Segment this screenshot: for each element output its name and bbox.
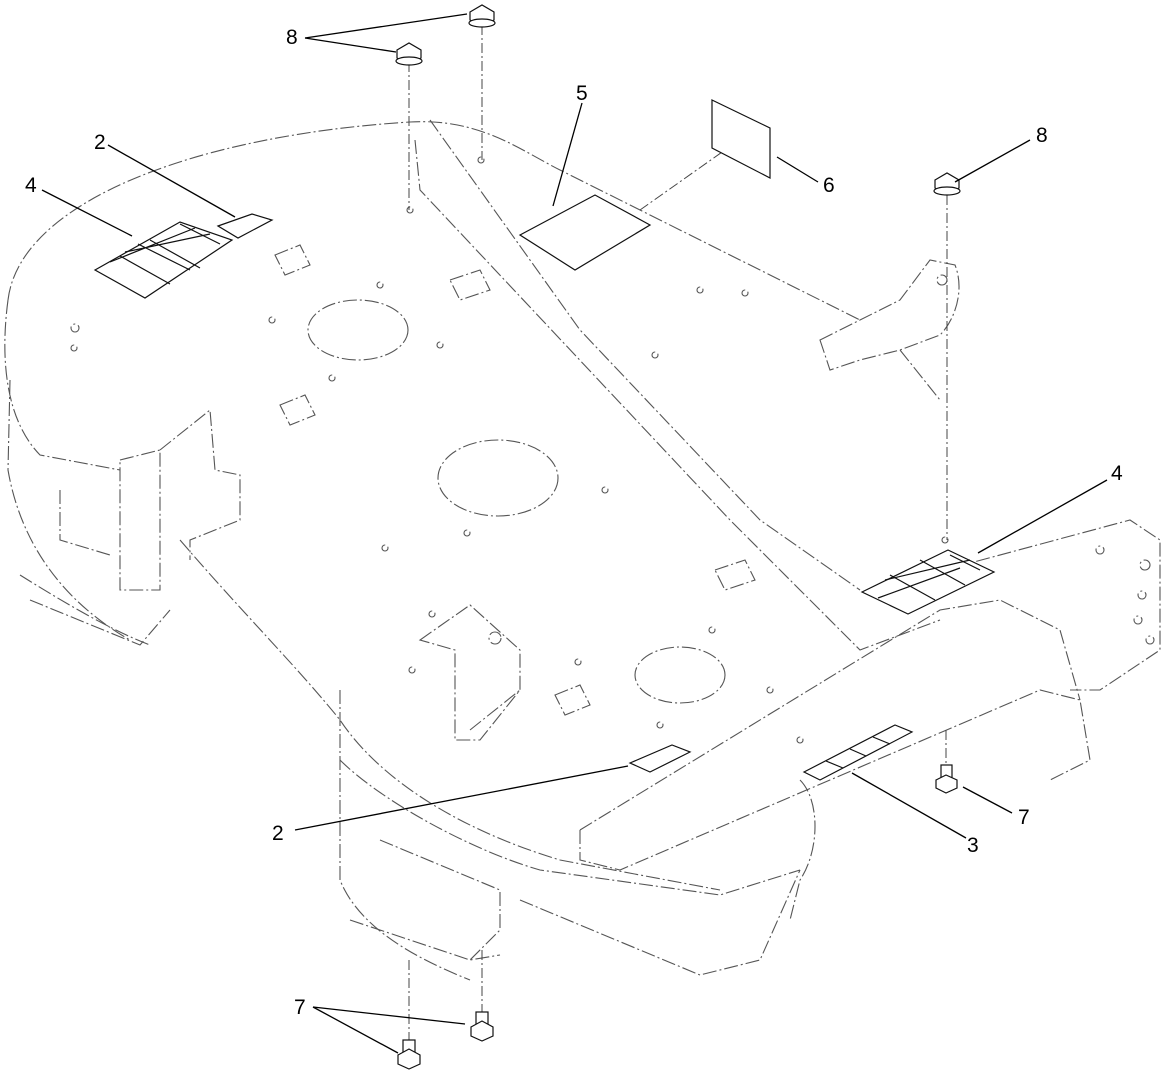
decal-4-top <box>93 221 234 299</box>
callout-label: 7 <box>1018 806 1030 829</box>
callout-label: 5 <box>576 82 588 105</box>
flange-nut-left <box>395 42 423 66</box>
leader-lines <box>41 13 1108 1054</box>
callout-label: 2 <box>272 822 284 845</box>
bolt-bottom-right <box>470 1011 494 1042</box>
decal-2-top <box>216 213 274 239</box>
callout-label: 8 <box>1036 124 1048 147</box>
decal-6 <box>711 99 771 179</box>
callout-label: 7 <box>294 996 306 1019</box>
callout-labels: 8 5 2 4 6 8 4 7 3 2 7 <box>25 26 1123 1019</box>
bolt-bottom-left <box>397 1039 421 1070</box>
callout-label: 3 <box>967 834 979 857</box>
mower-deck-outline <box>4 119 1161 981</box>
decal-5 <box>518 194 652 271</box>
callout-label: 6 <box>823 174 835 197</box>
callout-label: 4 <box>1111 462 1123 485</box>
decal-2-bottom <box>628 744 692 773</box>
flange-nut-right <box>933 172 961 196</box>
flange-nut-top <box>468 4 496 28</box>
decal-3 <box>802 724 914 781</box>
bolt-right <box>935 764 958 794</box>
callout-label: 8 <box>286 26 298 49</box>
callout-label: 2 <box>94 131 106 154</box>
decal-4-right <box>860 549 996 615</box>
fastener-centerlines <box>408 25 948 1040</box>
callout-label: 4 <box>25 174 37 197</box>
